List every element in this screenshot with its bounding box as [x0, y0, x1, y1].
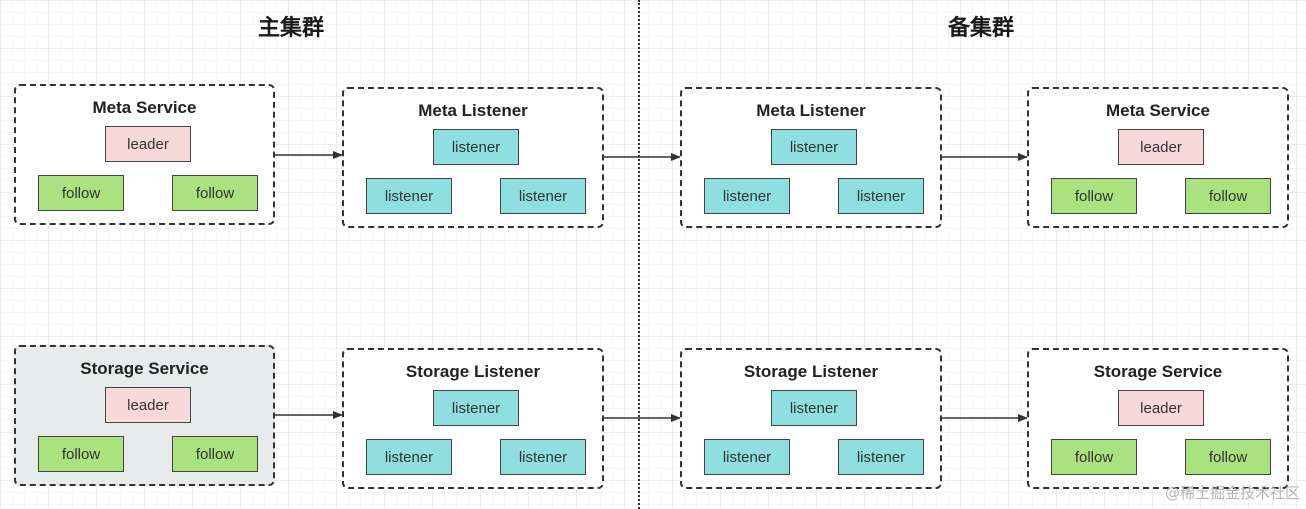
listener-node: listener — [771, 390, 857, 426]
listener-node: listener — [500, 439, 586, 475]
listener-node: listener — [433, 390, 519, 426]
follow-node: follow — [1185, 178, 1271, 214]
group-title: Storage Service — [1093, 362, 1223, 381]
follow-node: follow — [1051, 439, 1137, 475]
leader-node: leader — [1118, 390, 1204, 426]
listener-node: listener — [838, 439, 924, 475]
group-title: Storage Listener — [743, 362, 879, 381]
group-storage-listener-backup: Storage Listener listener listener liste… — [680, 348, 942, 489]
group-title: Meta Service — [1106, 101, 1210, 120]
watermark: @稀土掘金技术社区 — [1164, 484, 1300, 502]
follow-node: follow — [38, 436, 124, 472]
group-storage-listener-primary: Storage Listener listener listener liste… — [342, 348, 604, 489]
listener-node: listener — [704, 439, 790, 475]
listener-node: listener — [771, 129, 857, 165]
leader-node: leader — [105, 387, 191, 423]
follow-node: follow — [1051, 178, 1137, 214]
backup-cluster-title: 备集群 — [948, 16, 1015, 41]
follow-node: follow — [172, 175, 258, 211]
primary-cluster-title: 主集群 — [258, 16, 325, 41]
group-storage-service-backup: Storage Service leader follow follow — [1027, 348, 1289, 489]
group-title: Storage Listener — [405, 362, 541, 381]
listener-node: listener — [366, 178, 452, 214]
follow-node: follow — [38, 175, 124, 211]
listener-node: listener — [704, 178, 790, 214]
group-title: Meta Listener — [418, 101, 528, 120]
group-meta-service-primary: Meta Service leader follow follow — [14, 84, 275, 225]
group-title: Meta Listener — [756, 101, 866, 120]
cluster-divider — [638, 0, 640, 509]
group-meta-service-backup: Meta Service leader follow follow — [1027, 87, 1289, 228]
group-meta-listener-backup: Meta Listener listener listener listener — [680, 87, 942, 228]
listener-node: listener — [500, 178, 586, 214]
group-title: Meta Service — [92, 98, 197, 117]
listener-node: listener — [366, 439, 452, 475]
listener-node: listener — [838, 178, 924, 214]
group-meta-listener-primary: Meta Listener listener listener listener — [342, 87, 604, 228]
leader-node: leader — [105, 126, 191, 162]
listener-node: listener — [433, 129, 519, 165]
leader-node: leader — [1118, 129, 1204, 165]
follow-node: follow — [1185, 439, 1271, 475]
group-storage-service-primary: Storage Service leader follow follow — [14, 345, 275, 486]
follow-node: follow — [172, 436, 258, 472]
group-title: Storage Service — [80, 359, 209, 378]
